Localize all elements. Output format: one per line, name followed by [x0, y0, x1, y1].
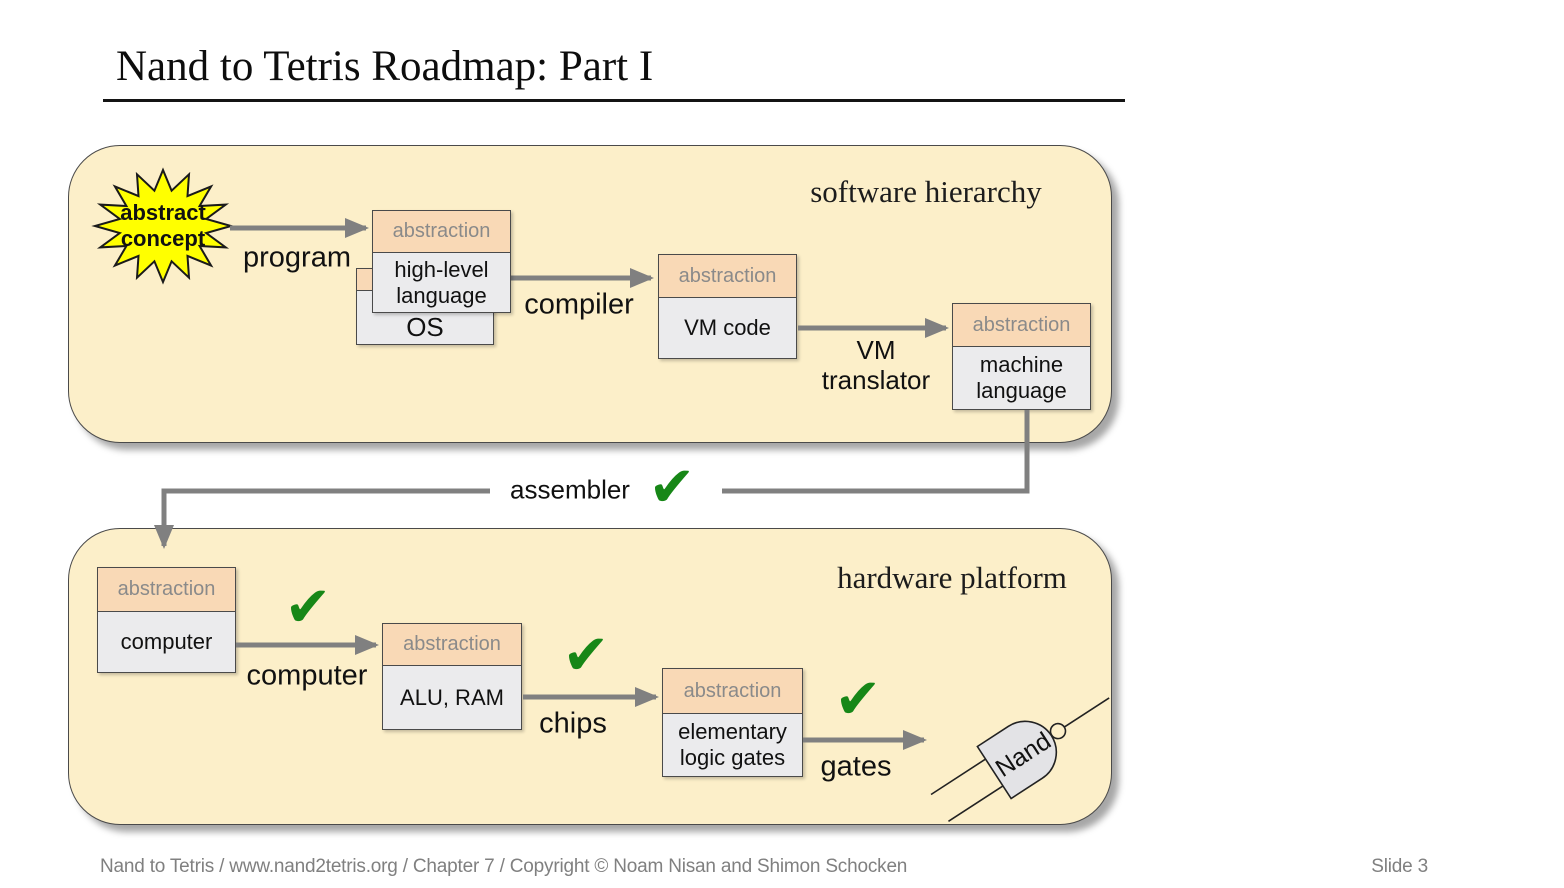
computer-box: abstraction computer	[97, 567, 236, 673]
gates-label: gates	[820, 750, 892, 783]
slide-number: Slide 3	[1371, 856, 1428, 877]
alu-ram-box: abstraction ALU, RAM	[382, 623, 522, 730]
footer-credit: Nand to Tetris / www.nand2tetris.org / C…	[100, 856, 908, 877]
logic-gates-box: abstraction elementary logic gates	[662, 668, 803, 777]
chips-label: chips	[539, 707, 607, 740]
vm-box-label: VM code	[684, 315, 771, 341]
alu-box-header: abstraction	[383, 624, 521, 666]
vm-code-box: abstraction VM code	[658, 254, 797, 359]
hardware-platform-heading: hardware platform	[837, 560, 1067, 595]
computer-box-header: abstraction	[98, 568, 235, 612]
page-title: Nand to Tetris Roadmap: Part I	[116, 43, 654, 90]
gates-box-label: elementary logic gates	[678, 719, 787, 770]
program-label: program	[243, 241, 351, 274]
assembler-label: assembler	[510, 474, 630, 505]
check-icon-assembler: ✔	[648, 455, 696, 520]
vm-translator-label: VM translator	[821, 335, 931, 395]
software-hierarchy-panel	[68, 145, 1112, 443]
check-icon-gates: ✔	[834, 667, 882, 732]
hll-box-header: abstraction	[373, 211, 510, 253]
check-icon-chips: ✔	[562, 623, 610, 688]
hll-box-label: high-level language	[394, 256, 489, 308]
os-box-label: OS	[406, 311, 444, 342]
vm-box-header: abstraction	[659, 255, 796, 298]
title-underline	[103, 99, 1125, 102]
ml-box-header: abstraction	[953, 304, 1090, 347]
abstract-concept-label: abstract concept	[120, 200, 206, 251]
compiler-label: compiler	[524, 288, 634, 321]
ml-box-label: machine language	[976, 352, 1067, 403]
high-level-language-box: abstraction high-level language	[372, 210, 511, 313]
computer-box-label: computer	[120, 629, 213, 655]
alu-box-label: ALU, RAM	[400, 684, 504, 710]
gates-box-header: abstraction	[663, 669, 802, 714]
check-icon-computer: ✔	[284, 575, 332, 640]
software-hierarchy-heading: software hierarchy	[810, 174, 1042, 209]
computer-label: computer	[246, 659, 368, 692]
machine-language-box: abstraction machine language	[952, 303, 1091, 410]
